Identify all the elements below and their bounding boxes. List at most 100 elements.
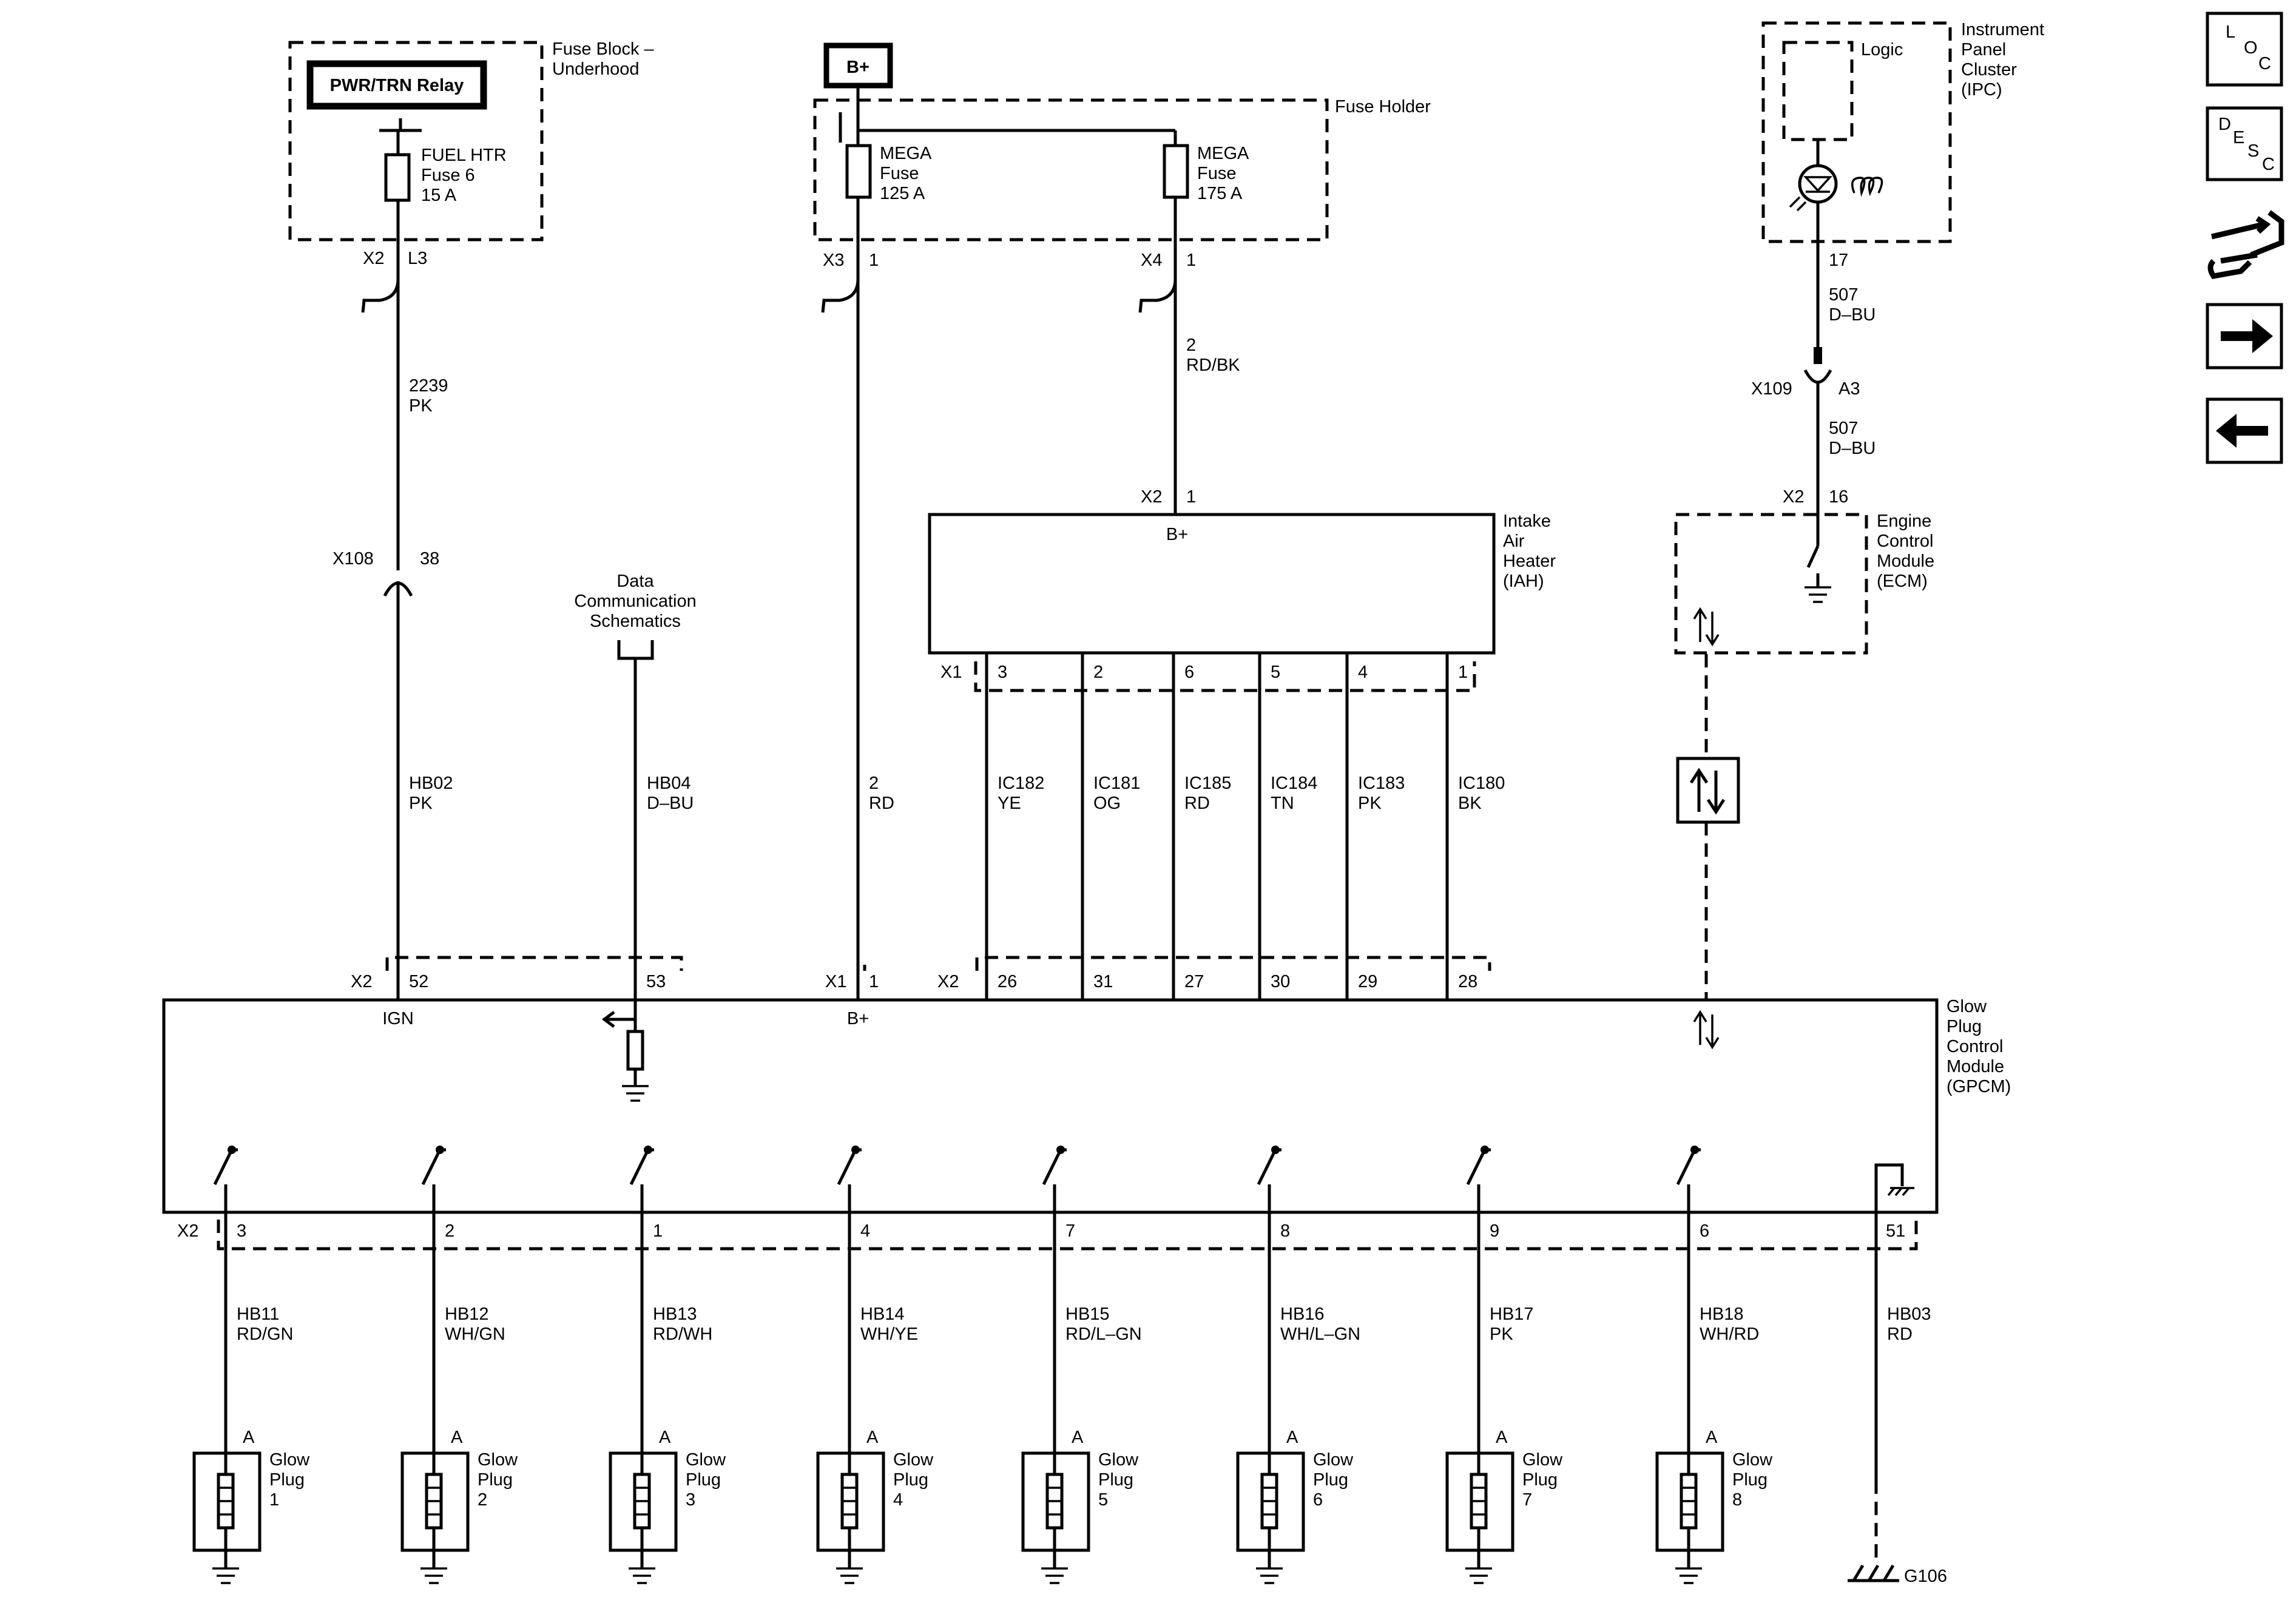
iah-pin: 1 <box>1458 663 1468 682</box>
forward-arrow-icon <box>2252 319 2273 353</box>
ic-wire-id: IC181 <box>1093 774 1140 793</box>
ic-wire-id: IC183 <box>1358 774 1405 793</box>
iah-title-2: Air <box>1503 532 1525 551</box>
ic-wire-color: PK <box>1358 794 1382 813</box>
wire-2239-number: 2239 <box>409 376 448 396</box>
mega-fuse-2-l3: 175 A <box>1197 184 1243 203</box>
glow-plug-circuit: HB13 <box>653 1305 697 1324</box>
glow-plug-name-1: Glow <box>1313 1450 1354 1470</box>
wire-hb03-color: RD <box>1887 1325 1913 1344</box>
desc-c: C <box>2262 155 2275 174</box>
gpcm-title-4: Module <box>1947 1057 2004 1076</box>
ic-wire-color: YE <box>998 794 1021 813</box>
conn-x109-label: X109 <box>1751 379 1792 399</box>
ic-wire-color: RD <box>1184 794 1210 813</box>
gpcm-title-2: Plug <box>1947 1017 1982 1036</box>
glow-plug-ground-icon <box>1041 1567 1068 1584</box>
gpcm-x2b-label: X2 <box>937 972 959 991</box>
data-comm-2[interactable]: Communication <box>574 592 696 611</box>
gpcm-x2-label: X2 <box>351 972 372 991</box>
fuse-label-1: FUEL HTR <box>421 146 507 165</box>
mega-fuse-1-l2: Fuse <box>880 164 919 183</box>
intake-air-heater: B+ Intake Air Heater (IAH) X1 <box>928 511 1556 692</box>
relay-contact-symbol <box>379 118 422 132</box>
glow-plug-name-3: 8 <box>1732 1490 1742 1510</box>
data-comm-1[interactable]: Data <box>616 572 654 591</box>
ic-wire-id: IC180 <box>1458 774 1505 793</box>
ecm-ground-icon <box>1805 586 1831 603</box>
glow-plug-name-2: Plug <box>686 1470 721 1490</box>
desc-d: D <box>2218 115 2231 134</box>
back-arrow-icon <box>2216 414 2237 448</box>
ic-wire-color: TN <box>1271 794 1294 813</box>
glow-plug-ground-icon <box>420 1567 447 1584</box>
loc-button[interactable]: L O C <box>2206 12 2283 87</box>
glow-plug-ground-icon <box>836 1567 863 1584</box>
indicator-lamp-icon <box>1798 164 1838 204</box>
iah-pin: 6 <box>1184 663 1194 682</box>
iah-pin: 5 <box>1271 663 1280 682</box>
glow-plug-name-3: 5 <box>1098 1490 1108 1510</box>
gpcm-bplus-label: B+ <box>847 1009 869 1028</box>
glow-plug-circuit: HB17 <box>1490 1305 1534 1324</box>
fuse-label-3: 15 A <box>421 186 457 205</box>
wire-507b-number: 507 <box>1829 419 1858 438</box>
conn-x2-iah-pin: 1 <box>1186 487 1196 507</box>
ipc-pin-17: 17 <box>1829 251 1848 270</box>
fuse-block-underhood: Fuse Block – Underhood PWR/TRN Relay FUE… <box>288 39 654 241</box>
led-symbol <box>1803 176 1832 193</box>
gpcm-pin-52: 52 <box>409 972 428 991</box>
desc-button[interactable]: D E S C <box>2206 106 2283 181</box>
gpcm-ign-label: IGN <box>382 1009 414 1028</box>
glow-plug-ground-icon <box>629 1567 655 1584</box>
glow-plug-ground-icon <box>1465 1567 1492 1584</box>
data-communication-reference[interactable]: Data Communication Schematics HB04 D–BU <box>574 572 697 1000</box>
gpcm-ic-pin: 26 <box>998 972 1017 991</box>
glow-plug-name-1: Glow <box>269 1450 310 1470</box>
conn-x3-pin: 1 <box>869 251 879 270</box>
instrument-panel-cluster: Instrument Panel Cluster (IPC) Logic 17 … <box>1751 20 2044 546</box>
gpcm-switch-icon <box>213 1148 238 1186</box>
conn-x4-label: X4 <box>1141 251 1162 270</box>
glow-plug-wire-color: WH/YE <box>860 1325 918 1344</box>
conn-x3-label: X3 <box>823 251 844 270</box>
glow-plug-name-2: Plug <box>478 1470 513 1490</box>
wire-2239-color: PK <box>409 396 433 416</box>
glow-plug-name-1: Glow <box>1732 1450 1773 1470</box>
glow-plug-name-2: Plug <box>1098 1470 1133 1490</box>
wire-hb03-number: HB03 <box>1887 1305 1931 1324</box>
mega-fuse-1-l3: 125 A <box>880 184 925 203</box>
connector-icon[interactable] <box>2207 210 2284 279</box>
gpcm-internal-ground-icon <box>622 1085 649 1102</box>
gpcm-switch-icon <box>1676 1148 1701 1186</box>
data-comm-3[interactable]: Schematics <box>590 612 681 631</box>
glow-plug-name-3: 3 <box>686 1490 695 1510</box>
gpcm-title-3: Control <box>1947 1037 2004 1056</box>
gpcm-switch-icon <box>421 1148 446 1186</box>
iah-to-gpcm-circuits: 3IC182YE262IC181OG316IC185RD275IC184TN30… <box>985 653 1505 1000</box>
glow-plug-name-2: Plug <box>269 1470 305 1490</box>
iah-title-3: Heater <box>1503 552 1556 571</box>
engine-control-module: Engine Control Module (ECM) <box>1674 511 1934 1000</box>
ecm-title-2: Control <box>1877 532 1934 551</box>
conn-x2-ecm-pin: 16 <box>1829 487 1848 507</box>
serial-data-link-icon <box>1676 757 1740 824</box>
fuse-holder-title: Fuse Holder <box>1335 97 1431 116</box>
conn-x109-pin: A3 <box>1838 379 1860 399</box>
mega-fuse-1-l1: MEGA <box>880 144 932 163</box>
iah-x1-label: X1 <box>940 663 962 682</box>
glow-plug-wire-color: PK <box>1490 1325 1513 1344</box>
gpcm-ic-pin: 27 <box>1184 972 1204 991</box>
loc-o: O <box>2244 38 2258 58</box>
gpcm-data-arrow-icon <box>601 1011 635 1028</box>
ic-wire-color: BK <box>1458 794 1482 813</box>
wire-507b-color: D–BU <box>1829 439 1876 458</box>
desc-e: E <box>2233 128 2244 147</box>
back-arrow-button[interactable] <box>2206 397 2283 464</box>
g106-ground-icon <box>1848 1564 1899 1582</box>
ipc-logic-label: Logic <box>1861 40 1903 59</box>
wire-2rdbk-color: RD/BK <box>1186 356 1240 375</box>
glow-plug-terminal: A <box>866 1428 879 1447</box>
forward-arrow-button[interactable] <box>2206 303 2283 370</box>
